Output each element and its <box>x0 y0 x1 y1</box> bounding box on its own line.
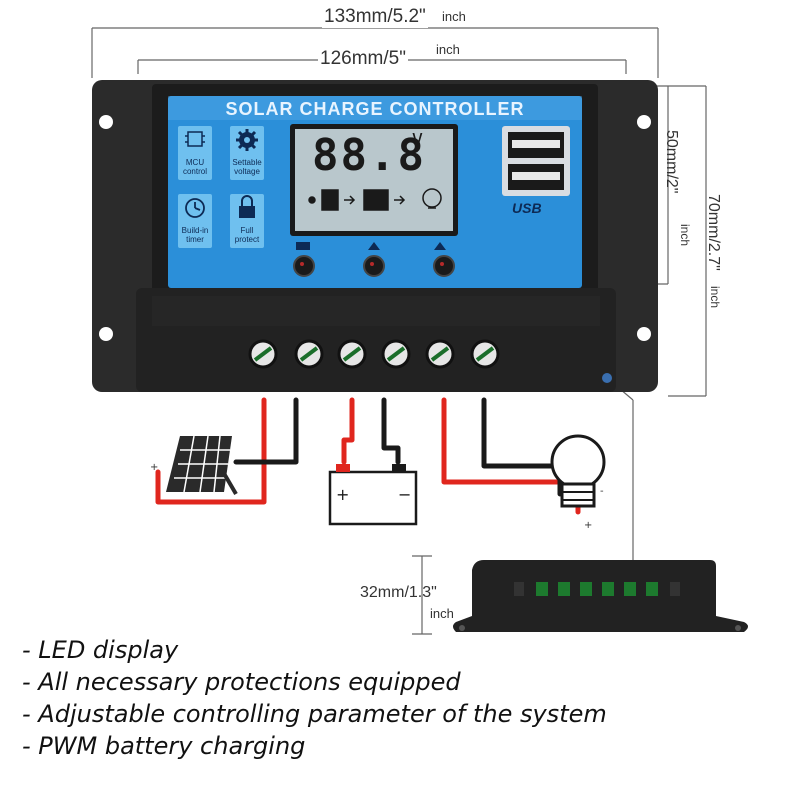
battery-positive-wire <box>341 397 355 465</box>
mount-hole-tr <box>637 115 651 129</box>
battery-icon: + − <box>328 464 418 526</box>
lock-label: Full protect <box>234 226 260 244</box>
dim-thickness-unit: inch <box>430 606 454 621</box>
gear-label: Settable voltage <box>232 158 262 176</box>
mount-hole-tl <box>99 115 113 129</box>
mount-hole-bl <box>99 327 113 341</box>
lock-icon <box>239 195 255 218</box>
clock-label: Build-in timer <box>181 226 209 244</box>
dim-width-inner-unit: inch <box>436 42 460 57</box>
mount-hole-br <box>637 327 651 341</box>
svg-text:-: - <box>600 486 604 497</box>
lcd-status-icons <box>308 188 442 211</box>
button-down <box>433 255 455 277</box>
terminal-screws <box>248 339 500 369</box>
dim-width-outer-unit: inch <box>442 9 466 24</box>
button-menu <box>293 255 315 277</box>
callout-dot <box>602 373 612 383</box>
svg-text:−: − <box>398 485 411 504</box>
feature-pwm: - PWM battery charging <box>22 732 306 760</box>
feature-protections: - All necessary protections equipped <box>22 668 461 696</box>
svg-text:+: + <box>336 485 349 504</box>
solar-negative-wire <box>233 397 299 465</box>
usb-label: USB <box>512 200 542 216</box>
mcu-icon <box>185 131 205 147</box>
mcu-label: MCU control <box>182 158 207 176</box>
lcd-screen <box>295 129 453 231</box>
button-up <box>363 255 385 277</box>
battery-negative-wire <box>381 397 401 465</box>
light-bulb-icon <box>550 434 606 508</box>
lock-tile <box>230 194 264 248</box>
svg-text:+: + <box>150 462 158 473</box>
feature-list: - LED display - All necessary protection… <box>22 634 622 762</box>
solar-positive-wire <box>155 397 267 505</box>
dim-thickness: 32mm/1.3" <box>360 584 437 601</box>
dim-width-outer: 133mm/5.2" <box>322 6 428 28</box>
svg-text:+: + <box>584 520 592 531</box>
controller-title: SOLAR CHARGE CONTROLLER <box>225 99 525 119</box>
lcd-voltage-value: 88.8 <box>312 130 426 181</box>
feature-adjustable: - Adjustable controlling parameter of th… <box>22 700 607 728</box>
dim-width-inner: 126mm/5" <box>318 48 408 70</box>
gear-icon <box>236 129 258 151</box>
feature-led-display: - LED display <box>22 636 179 664</box>
lcd-voltage-unit: V <box>412 130 423 151</box>
controller-side-view <box>453 560 748 632</box>
clock-icon <box>185 198 205 218</box>
solar-panel-icon <box>166 435 238 496</box>
mcu-tile <box>178 126 212 180</box>
